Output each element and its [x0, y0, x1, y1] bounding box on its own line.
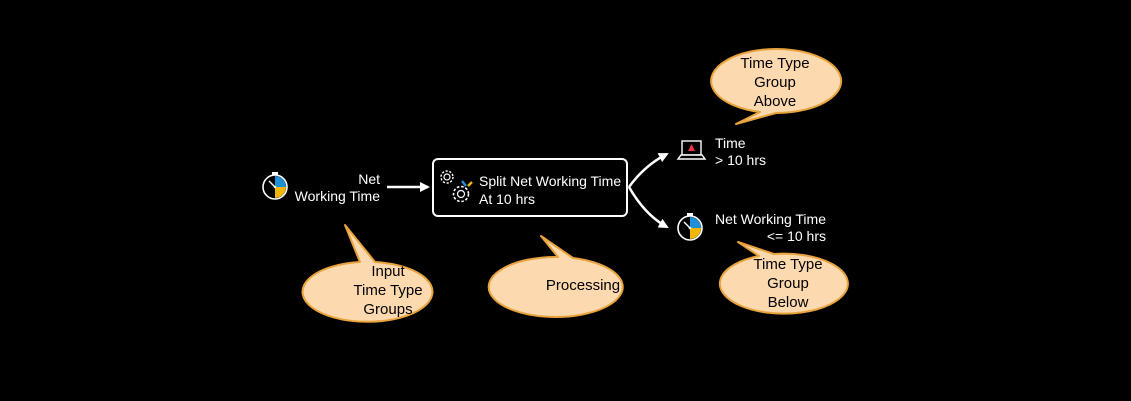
input-stopwatch-icon: [262, 172, 288, 200]
gears-icon: [440, 170, 473, 203]
callout-below-line-2: Group: [767, 275, 809, 292]
output-below-line-2: <= 10 hrs: [766, 228, 826, 244]
arrow-to-below: [627, 186, 669, 229]
callout-above-line-1: Time Type: [740, 55, 810, 72]
callout-processing-line-1: Processing: [545, 277, 621, 294]
callout-input-shape: [301, 224, 434, 323]
callout-input-line-2: Time Type: [353, 282, 423, 299]
callout-processing-text: Processing: [533, 276, 633, 295]
output-stopwatch-icon: [677, 213, 703, 241]
output-above-line-1: Time: [715, 135, 746, 151]
callout-processing-shape: [487, 235, 624, 318]
process-box: [432, 158, 628, 217]
callout-below-text: Time Type Group Below: [738, 255, 838, 312]
callout-below-line-1: Time Type: [753, 256, 823, 273]
input-label: Net Working Time: [295, 171, 380, 205]
callout-below-line-3: Below: [767, 294, 809, 311]
output-below-label: Net Working Time <= 10 hrs: [715, 211, 826, 245]
callout-below-shape: [718, 241, 849, 315]
arrow-to-above: [627, 152, 669, 188]
process-label-line-2: At 10 hrs: [479, 191, 536, 207]
process-label-line-1: Split Net Working Time: [479, 173, 622, 189]
callout-input-text: Input Time Type Groups: [338, 262, 438, 319]
callout-above-text: Time Type Group Above: [725, 54, 825, 111]
laptop-icon: [676, 140, 707, 160]
callout-above-line-2: Group: [754, 74, 796, 91]
callout-input-line-1: Input: [371, 263, 405, 280]
input-label-line-2: Working Time: [294, 188, 380, 204]
output-above-line-2: > 10 hrs: [715, 152, 766, 168]
output-below-line-1: Net Working Time: [715, 211, 826, 227]
callout-above-line-3: Above: [753, 93, 797, 110]
callout-input-line-3: Groups: [363, 301, 413, 318]
input-label-line-1: Net: [358, 171, 380, 187]
process-label: Split Net Working Time At 10 hrs: [479, 172, 621, 208]
callout-above-shape: [710, 48, 843, 125]
output-above-label: Time > 10 hrs: [715, 135, 766, 169]
